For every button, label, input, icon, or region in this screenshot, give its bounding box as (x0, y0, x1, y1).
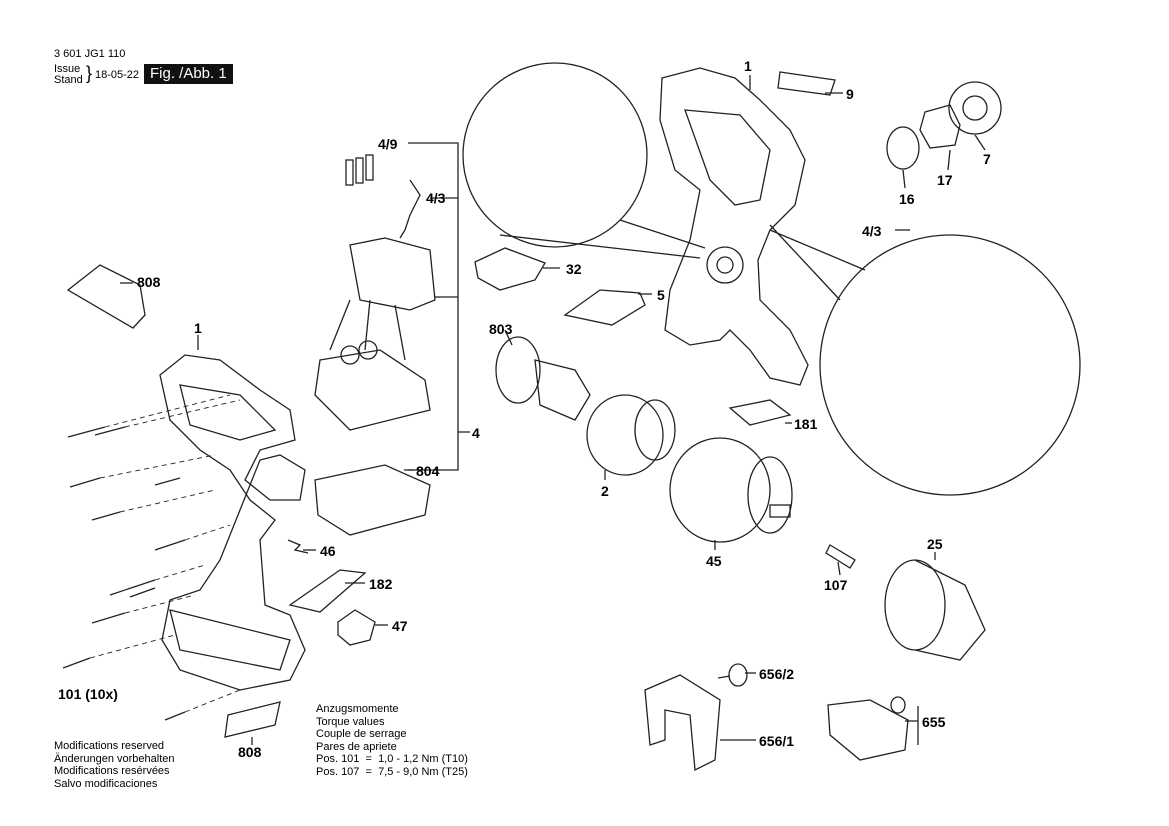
callout-808-top: 808 (137, 274, 161, 290)
callout-9: 9 (846, 86, 854, 102)
callout-804: 804 (416, 463, 440, 479)
doc-number: 3 601 JG1 110 (54, 48, 126, 60)
callout-181: 181 (794, 416, 818, 432)
callout-1-left: 1 (194, 320, 202, 336)
callout-45: 45 (706, 553, 722, 569)
callout-1-top: 1 (744, 58, 752, 74)
torque-line-de: Anzugsmomente (316, 703, 399, 715)
callout-655: 655 (922, 714, 946, 730)
callout-2: 2 (601, 483, 609, 499)
modifications-en: Modifications reserved (54, 740, 165, 752)
housing-right-half (659, 67, 809, 386)
brace: } (86, 63, 93, 83)
callout-16: 16 (899, 191, 915, 207)
callout-7: 7 (983, 151, 991, 167)
issue-label: Issue (54, 63, 81, 75)
callout-107: 107 (824, 577, 848, 593)
modifications-de: Änderungen vorbehalten (54, 752, 175, 765)
callout-17: 17 (937, 172, 953, 188)
torque-pos-101: Pos. 101 = 1,0 - 1,2 Nm (T10) (316, 753, 468, 766)
torque-line-fr: Couple de serrage (316, 728, 407, 741)
detail-circle-top (462, 62, 648, 248)
callout-4-9: 4/9 (378, 136, 398, 152)
modifications-fr: Modifications resérvées (54, 765, 170, 778)
callout-25: 25 (927, 536, 943, 552)
modifications-notice: Modifications reserved Änderungen vorbeh… (54, 740, 174, 790)
callout-4-3-right: 4/3 (862, 223, 882, 239)
figure-label: Fig. /Abb. 1 (144, 64, 233, 84)
stand-label: Stand (54, 74, 83, 86)
electronic-board (314, 349, 431, 431)
callout-656-2: 656/2 (759, 666, 795, 682)
issue-date: 18-05-22 (95, 69, 140, 81)
callout-808-bottom: 808 (238, 744, 262, 760)
callout-5: 5 (657, 287, 665, 303)
screw-group (62, 426, 186, 721)
torque-line-en: Torque values (316, 715, 385, 728)
callout-46: 46 (320, 543, 336, 559)
switch-module (349, 237, 436, 311)
torque-line-es: Pares de apriete (316, 740, 397, 753)
callout-4: 4 (472, 425, 480, 441)
torque-block: Anzugsmomente Torque values Couple de se… (316, 703, 468, 779)
callout-4-3-left: 4/3 (426, 190, 446, 206)
detail-circle-right (819, 234, 1081, 496)
callout-803: 803 (489, 321, 513, 337)
callout-656-1: 656/1 (759, 733, 795, 749)
callout-101: 101 (10x) (58, 686, 118, 702)
callout-182: 182 (369, 576, 393, 592)
callout-32: 32 (566, 261, 582, 277)
torque-pos-107: Pos. 107 = 7,5 - 9,0 Nm (T25) (316, 765, 468, 778)
modifications-es: Salvo modificaciones (54, 777, 158, 790)
housing-left-half (159, 354, 306, 691)
callout-47: 47 (392, 618, 408, 634)
